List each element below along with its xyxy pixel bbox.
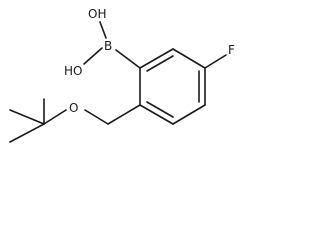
atom-label-ether-oxygen: O: [69, 101, 78, 115]
atom-label-ho: HO: [64, 64, 82, 78]
bond-b-oh-top: [99, 21, 107, 39]
bond-b-ring: [115, 49, 141, 69]
tert-butoxymethyl-group: O: [9, 98, 141, 143]
atom-label-fluorine: F: [228, 43, 235, 57]
chemical-structure-diagram: OH HO B F O: [9, 7, 235, 143]
bond-b-oh-left: [83, 47, 103, 65]
fluorine-substituent: F: [204, 43, 235, 69]
ring-double-bond-1: [146, 55, 174, 72]
ring-bond-5: [139, 104, 174, 125]
bond-ring-f: [204, 54, 227, 69]
bond-o-cq: [43, 109, 67, 125]
ring-bond-4: [172, 104, 206, 125]
bond-ring-ch2: [107, 104, 141, 125]
bond-cq-methyl-bottom: [9, 123, 45, 143]
bond-cq-methyl-left: [9, 109, 45, 125]
ring-bond-1: [139, 48, 174, 69]
atom-label-boron: B: [104, 39, 112, 53]
ring-double-bond-3: [146, 101, 174, 118]
boronic-acid-group: OH HO B: [64, 7, 141, 78]
atom-label-oh-top: OH: [88, 7, 106, 21]
bond-ch2-o: [84, 109, 109, 125]
ring-bond-2: [172, 48, 206, 69]
benzene-ring: [139, 48, 206, 125]
